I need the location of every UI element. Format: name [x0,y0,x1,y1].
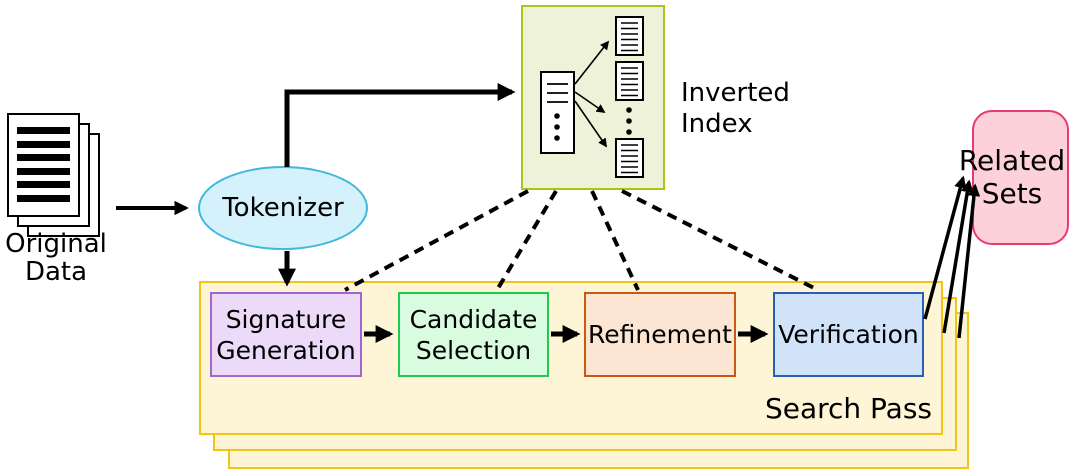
document-stack-icon [7,113,80,217]
related-sets-label: Related Sets [958,144,1066,210]
stage-refinement: Refinement [584,292,736,377]
stage-candidate-selection: Candidate Selection [398,292,549,377]
inverted-index-label: Inverted Index [681,78,790,139]
dashed-link-index-candidate [495,189,558,292]
stage-refinement-label: Refinement [588,320,732,349]
tokenizer-node: Tokenizer [198,166,368,250]
original-data-label: Original Data [5,229,107,287]
text-line-icon [17,181,70,188]
stage-verification-label: Verification [778,320,919,349]
dashed-link-index-refinement [590,190,640,291]
stage-signature-generation: Signature Generation [210,292,362,377]
text-line-icon [17,141,70,148]
stage-verification: Verification [773,292,924,377]
text-line-icon [17,168,70,175]
tokenizer-label: Tokenizer [222,193,344,223]
text-line-icon [17,127,70,134]
arrow-tokenizer-to-index [284,83,516,167]
search-pass-label: Search Pass [764,392,932,425]
related-sets-node [972,110,1069,245]
stage-candidate-selection-label: Candidate Selection [409,304,538,365]
text-line-icon [17,154,70,161]
text-line-icon [17,195,70,202]
dashed-link-index-verification [621,189,819,292]
stage-signature-generation-label: Signature Generation [216,304,356,365]
dashed-link-index-signature [344,189,529,292]
inverted-index-box [521,5,665,190]
